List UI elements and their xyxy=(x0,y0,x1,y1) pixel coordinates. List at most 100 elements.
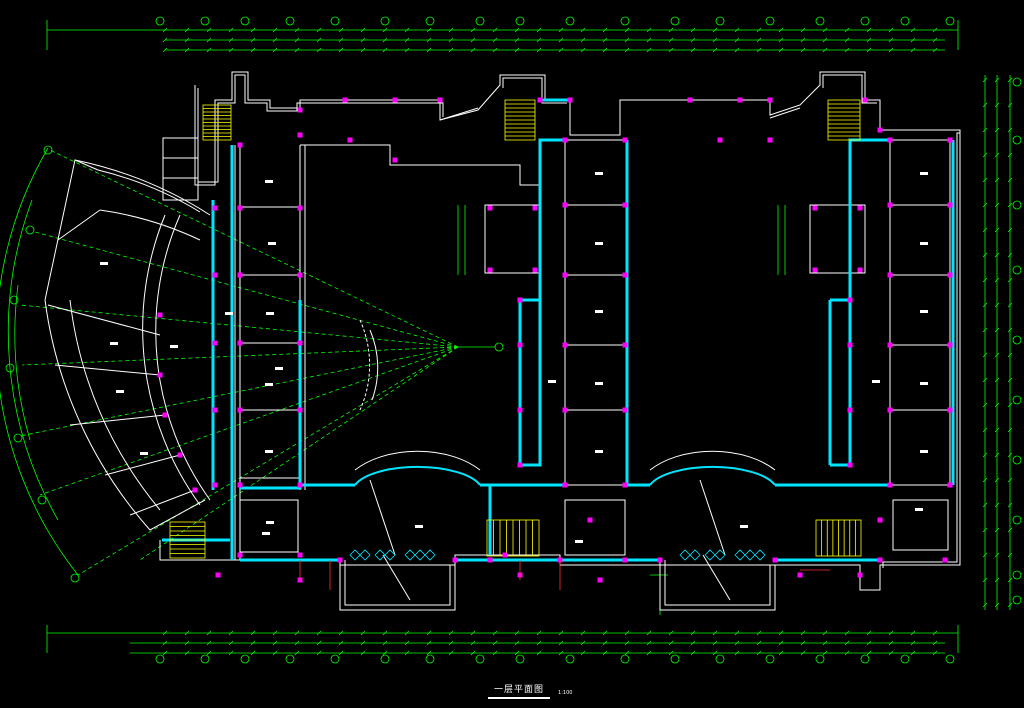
room-label-mark xyxy=(116,390,124,393)
column xyxy=(862,97,868,103)
dim-tick xyxy=(602,47,608,53)
dim-tick xyxy=(888,27,894,33)
axis-bubble xyxy=(945,654,955,664)
dim-tick xyxy=(360,37,366,43)
axis-bubble xyxy=(1012,455,1022,465)
dim-tick xyxy=(316,47,322,53)
axis-bubble xyxy=(1012,395,1022,405)
dim-tick xyxy=(932,27,938,33)
dim-tick xyxy=(756,47,762,53)
room-label-mark xyxy=(595,382,603,385)
dim-tick xyxy=(888,47,894,53)
columns xyxy=(157,97,953,583)
column xyxy=(237,552,243,558)
column xyxy=(297,107,303,113)
dim-tick xyxy=(250,640,256,646)
column xyxy=(847,297,853,303)
dim-tick xyxy=(338,37,344,43)
column xyxy=(517,407,523,413)
axis-bubble xyxy=(670,654,680,664)
dim-tick xyxy=(994,202,1000,208)
dim-tick xyxy=(800,47,806,53)
dim-tick xyxy=(360,650,366,656)
dim-tick xyxy=(448,47,454,53)
dim-tick xyxy=(514,630,520,636)
dim-tick xyxy=(734,650,740,656)
room-label-mark xyxy=(920,382,928,385)
dim-tick xyxy=(162,47,168,53)
column xyxy=(687,97,693,103)
axis-bubble xyxy=(860,654,870,664)
dim-tick xyxy=(844,27,850,33)
dim-tick xyxy=(982,227,988,233)
dim-tick xyxy=(602,37,608,43)
dim-tick xyxy=(756,640,762,646)
dim-tick xyxy=(558,640,564,646)
axis-bubble xyxy=(494,342,504,352)
dim-tick xyxy=(982,177,988,183)
axis-bubble xyxy=(765,654,775,664)
dim-tick xyxy=(228,47,234,53)
dim-tick xyxy=(162,27,168,33)
dim-tick xyxy=(1007,427,1013,433)
column xyxy=(237,340,243,346)
dim-tick xyxy=(272,47,278,53)
dim-tick xyxy=(982,102,988,108)
column xyxy=(562,342,568,348)
dim-tick xyxy=(690,650,696,656)
dim-tick xyxy=(1007,452,1013,458)
axis-bubble xyxy=(515,654,525,664)
dim-tick xyxy=(994,377,1000,383)
column xyxy=(772,557,778,563)
dim-tick xyxy=(982,152,988,158)
axis-bubble xyxy=(200,654,210,664)
dim-tick xyxy=(492,630,498,636)
column xyxy=(947,272,953,278)
dim-tick xyxy=(866,630,872,636)
dim-tick xyxy=(272,640,278,646)
column xyxy=(857,267,863,273)
column xyxy=(297,205,303,211)
dim-tick xyxy=(360,640,366,646)
dim-tick xyxy=(448,640,454,646)
column xyxy=(887,407,893,413)
dim-tick xyxy=(624,630,630,636)
dim-tick xyxy=(712,630,718,636)
dim-tick xyxy=(1007,127,1013,133)
dim-tick xyxy=(162,630,168,636)
column xyxy=(297,272,303,278)
column xyxy=(847,342,853,348)
column xyxy=(297,482,303,488)
dim-tick xyxy=(712,650,718,656)
drawing-title: 一层平面图 xyxy=(488,685,551,699)
dim-tick xyxy=(316,650,322,656)
dim-tick xyxy=(558,650,564,656)
dim-tick xyxy=(228,630,234,636)
dim-tick xyxy=(360,47,366,53)
axis-bubble xyxy=(1012,265,1022,275)
room-label-mark xyxy=(920,172,928,175)
dim-tick xyxy=(360,27,366,33)
column xyxy=(567,97,573,103)
dim-tick xyxy=(822,47,828,53)
dim-tick xyxy=(1007,352,1013,358)
room-label-mark xyxy=(920,310,928,313)
axis-bubble xyxy=(1012,135,1022,145)
dim-tick xyxy=(1007,402,1013,408)
dim-tick xyxy=(228,27,234,33)
dim-tick xyxy=(1007,202,1013,208)
axis-bubble xyxy=(815,654,825,664)
dim-tick xyxy=(426,650,432,656)
dim-tick xyxy=(756,27,762,33)
column xyxy=(887,342,893,348)
column xyxy=(887,202,893,208)
room-label-mark xyxy=(265,450,273,453)
dim-tick xyxy=(982,427,988,433)
room-label-mark xyxy=(415,525,423,528)
dim-tick xyxy=(624,47,630,53)
dim-tick xyxy=(734,47,740,53)
dim-tick xyxy=(580,650,586,656)
axis-bubble xyxy=(1012,515,1022,525)
axis-bubble xyxy=(715,16,725,26)
